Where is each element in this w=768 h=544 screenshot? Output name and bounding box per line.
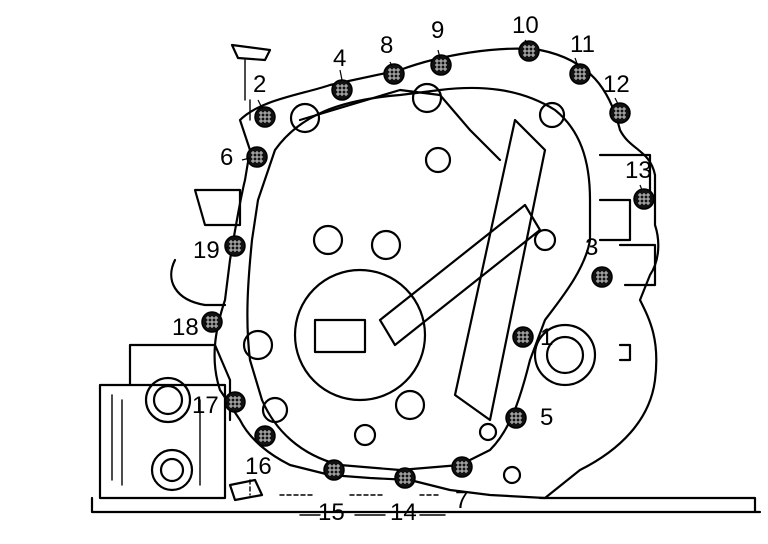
boss: [353, 423, 377, 447]
bolt-16: [254, 425, 276, 447]
leader-line: [437, 49, 441, 59]
bolt-14: [394, 467, 416, 489]
bolt-3: [591, 266, 613, 288]
base-rail: [90, 496, 762, 514]
inner-flange: [246, 86, 592, 472]
shift-arm-b: [453, 118, 547, 422]
bolt-label-12: 12: [603, 71, 630, 98]
bolt-9: [430, 54, 452, 76]
bore-lower-inner: [159, 457, 185, 483]
bolt-label-8: 8: [380, 32, 393, 59]
drum-window: [313, 318, 367, 354]
top-bracket-stem: [244, 59, 251, 121]
boss: [538, 101, 566, 129]
bolt-12: [609, 102, 631, 124]
leader-line: [524, 39, 529, 45]
bolt-15: [323, 459, 345, 481]
central-drum: [293, 268, 427, 402]
bolt-label-14: 14: [390, 499, 417, 526]
bolt-label-18: 18: [172, 314, 199, 341]
boss: [370, 229, 402, 261]
bolt-5: [505, 407, 527, 429]
right-nub: [618, 343, 632, 362]
bolt-8: [383, 63, 405, 85]
bore-lower: [150, 448, 194, 492]
bolt-1: [512, 326, 534, 348]
bolt-2: [254, 106, 276, 128]
case-outline: [213, 47, 660, 500]
bolt-13: [633, 188, 655, 210]
bolt-label-16: 16: [245, 453, 272, 480]
bolt-label-5: 5: [540, 404, 553, 431]
leader-line: [257, 99, 263, 109]
top-bracket: [230, 43, 272, 62]
bolt-7: [451, 456, 473, 478]
right-pad: [618, 243, 657, 287]
bolt-label-3: 3: [585, 234, 598, 261]
left-ear-lower: [170, 258, 227, 307]
output-bore-inner: [545, 335, 585, 375]
boss: [289, 102, 321, 134]
leader-line: [614, 97, 619, 105]
leader-line: [574, 57, 579, 67]
boss: [478, 422, 498, 442]
bolt-19: [224, 235, 246, 257]
bolt-label-19: 19: [193, 237, 220, 264]
bolt-label-17: 17: [192, 392, 219, 419]
bolt-label-1: 1: [540, 324, 553, 351]
bolt-17: [224, 391, 246, 413]
bolt-label-9: 9: [431, 17, 444, 44]
leader-line: [241, 157, 251, 161]
boss: [411, 82, 443, 114]
bottom-tab: [228, 478, 264, 502]
shift-arm-a: [378, 203, 542, 347]
bore-upper-inner: [152, 384, 184, 416]
bolt-11: [569, 63, 591, 85]
bore-upper: [144, 376, 192, 424]
bolt-label-6: 6: [220, 144, 233, 171]
bolt-4: [331, 79, 353, 101]
right-bracket: [598, 153, 652, 242]
boss: [424, 146, 452, 174]
boss: [261, 396, 289, 424]
bracket-ribs: [111, 394, 201, 486]
bolt-label-7: 7: [455, 487, 468, 514]
leader-line: [389, 61, 393, 67]
bolt-18: [201, 311, 223, 333]
leader-line: [639, 184, 643, 191]
leader-line: [224, 246, 229, 249]
bolt-label-13: 13: [625, 157, 652, 184]
leader-line: [339, 69, 343, 81]
bolt-label-4: 4: [333, 45, 346, 72]
bottom-boss: [502, 465, 522, 485]
boss: [242, 329, 274, 361]
bolt-label-2: 2: [253, 71, 266, 98]
boss: [394, 389, 426, 421]
boss: [312, 224, 344, 256]
bolt-label-11: 11: [570, 31, 595, 58]
left-ear-upper: [193, 188, 242, 227]
output-bore: [533, 323, 597, 387]
bottom-dash: [249, 479, 441, 496]
boss: [533, 228, 557, 252]
bolt-label-10: 10: [512, 12, 539, 39]
bolt-label-15: 15: [318, 499, 345, 526]
leader-line: [224, 401, 229, 406]
bolt-6: [246, 146, 268, 168]
bolt-10: [518, 40, 540, 62]
